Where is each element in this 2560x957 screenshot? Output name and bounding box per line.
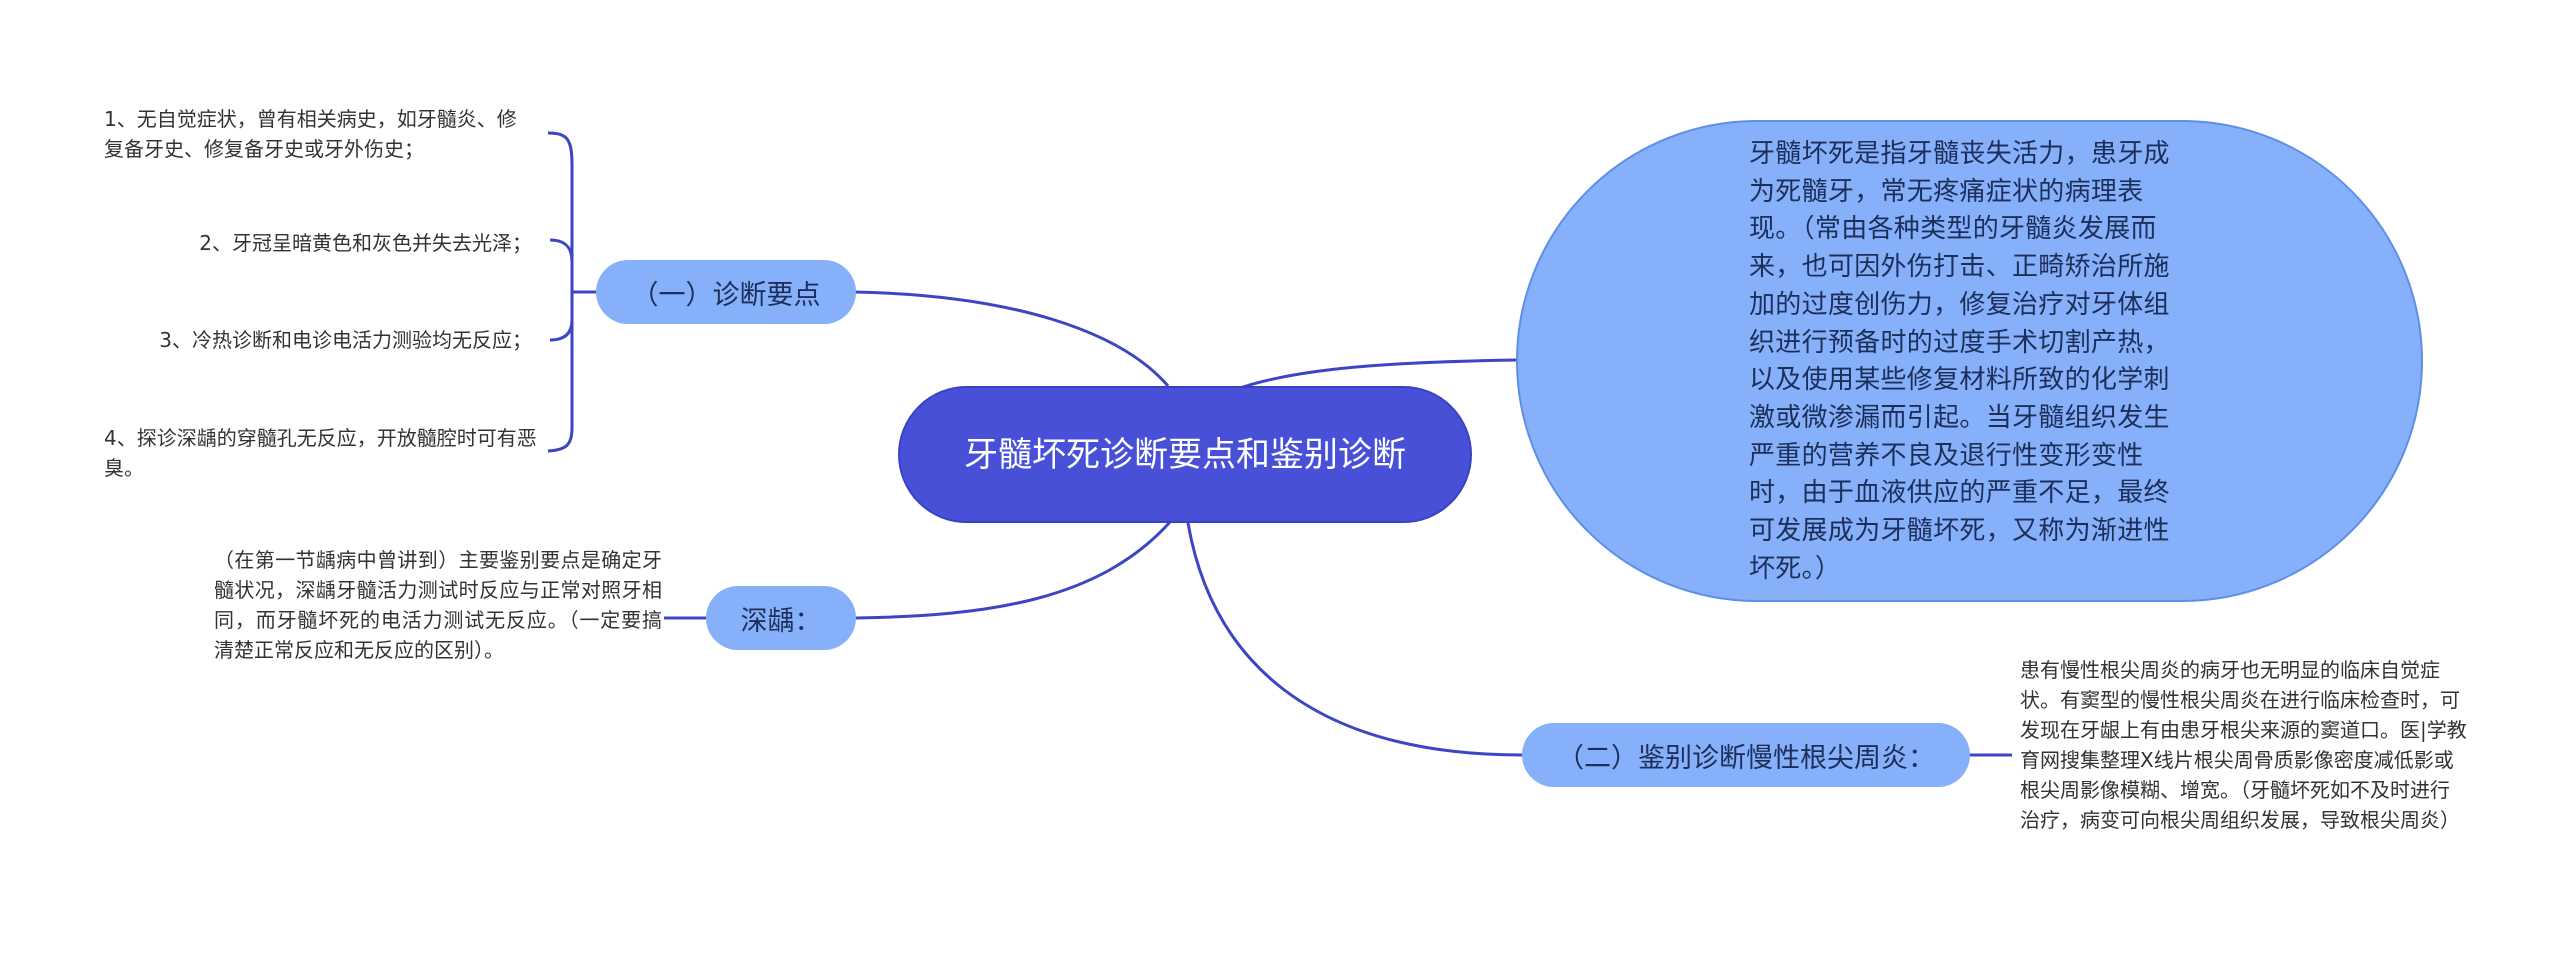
deep-caries-note: （在第一节龋病中曾讲到）主要鉴别要点是确定牙髓状况，深龋牙髓活力测试时反应与正常… (214, 548, 662, 662)
diagnosis-item-1: 1、无自觉症状，曾有相关病史，如牙髓炎、修复备牙史、修复备牙史或牙外伤史； (104, 107, 517, 161)
branch-deep-caries-label: 深龋： (740, 605, 822, 637)
connector-branch1-item2 (549, 238, 574, 263)
connector-root-branch1 (854, 290, 1170, 387)
diagnosis-item-3: 3、冷热诊断和电诊电活力测验均无反应； (159, 328, 532, 352)
diagnosis-item-2: 2、牙冠呈暗黄色和灰色并失去光泽； (199, 231, 532, 255)
root-topic-label: 牙髓坏死诊断要点和鉴别诊断 (964, 434, 1406, 475)
branch-diagnosis-points-label: （一）诊断要点 (631, 279, 821, 311)
connector-branch1-bracket (547, 131, 596, 453)
root-topic[interactable]: 牙髓坏死诊断要点和鉴别诊断 (898, 386, 1472, 523)
connector-root-branch3 (1186, 522, 1523, 757)
diagnosis-item-4: 4、探诊深龋的穿髓孔无反应，开放髓腔时可有恶臭。 (104, 426, 537, 480)
branch-chronic-periapical-label: （二）鉴别诊断慢性根尖周炎： (1557, 742, 1935, 774)
branch-deep-caries[interactable]: 深龋： (706, 586, 856, 650)
chronic-periapical-note: 患有慢性根尖周炎的病牙也无明显的临床自觉症状。有窦型的慢性根尖周炎在进行临床检查… (2020, 658, 2467, 832)
connector-root-branch2 (854, 520, 1172, 620)
connector-root-description (1239, 358, 1519, 390)
description-node[interactable] (1516, 120, 2423, 602)
branch-diagnosis-points[interactable]: （一）诊断要点 (596, 260, 856, 324)
branch-chronic-periapical[interactable]: （二）鉴别诊断慢性根尖周炎： (1522, 723, 1970, 787)
connector-branch1-item3 (549, 319, 574, 342)
description-text: 牙髓坏死是指牙髓丧失活力，患牙成为死髓牙，常无疼痛症状的病理表现。（常由各种类型… (1749, 139, 2170, 584)
